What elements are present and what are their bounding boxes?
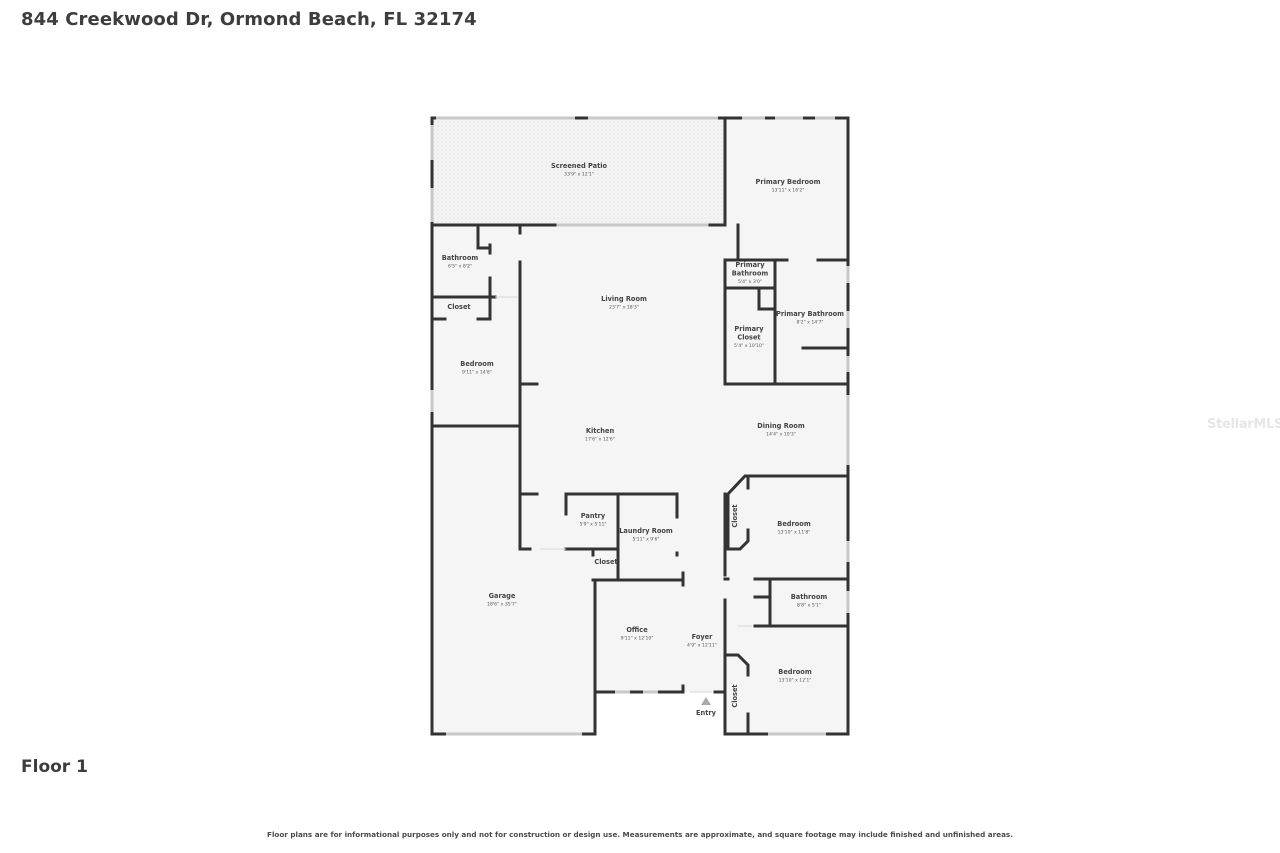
room-label-bedroom-3: Bedroom 13'10" x 12'1"	[778, 668, 812, 684]
room-dimensions: 13'10" x 12'1"	[779, 678, 812, 684]
room-name: Bathroom	[791, 593, 828, 601]
room-name: Laundry Room	[619, 527, 673, 535]
disclaimer-text: Floor plans are for informational purpos…	[267, 830, 1013, 839]
room-label-bathroom-1: Bathroom 6'5" x 8'2"	[442, 254, 479, 270]
room-name: Bathroom	[442, 254, 479, 262]
door-openings	[495, 296, 752, 693]
room-name: Primary	[735, 261, 765, 269]
room-name: Bedroom	[778, 668, 812, 676]
room-label-bedroom-3-closet: Closet	[731, 684, 739, 707]
room-label-bathroom-2: Bathroom 8'8" x 5'1"	[791, 593, 828, 609]
room-name: Closet	[731, 684, 739, 707]
room-label-garage: Garage 18'6" x 35'7"	[487, 592, 517, 608]
room-label-dining-room: Dining Room 14'4" x 10'3"	[757, 422, 805, 438]
watermark-logo: StellarMLS	[1207, 417, 1280, 432]
room-name: Garage	[489, 592, 516, 600]
room-dimensions: 18'6" x 35'7"	[487, 602, 517, 608]
windows	[430, 116, 850, 736]
room-label-primary-bathroom: Primary Bathroom 8'2" x 14'7"	[776, 310, 844, 326]
room-dimensions: 17'6" x 12'6"	[585, 437, 615, 443]
room-label-office: Office 9'11" x 12'10"	[621, 626, 654, 642]
room-name: Foyer	[692, 633, 714, 641]
room-name: Bathroom	[732, 270, 769, 278]
room-dimensions: 13'11" x 16'2"	[772, 188, 805, 194]
room-dimensions: 5'9" x 5'11"	[579, 522, 606, 528]
room-dimensions: 6'5" x 8'2"	[448, 264, 472, 270]
room-label-closet-2: Closet	[594, 558, 617, 566]
room-label-pantry: Pantry 5'9" x 5'11"	[579, 512, 606, 528]
room-dimensions: 5'4" x 10'10"	[734, 343, 764, 349]
floor-label: Floor 1	[21, 757, 88, 777]
entry-label: Entry	[696, 709, 717, 717]
room-label-bedroom-2: Bedroom 13'10" x 11'8"	[777, 520, 811, 536]
room-label-foyer: Foyer 4'9" x 12'11"	[687, 633, 717, 649]
room-dimensions: 4'9" x 12'11"	[687, 643, 717, 649]
room-dimensions: 8'8" x 5'1"	[797, 603, 821, 609]
room-name: Screened Patio	[551, 162, 608, 170]
room-dimensions: 33'9" x 12'1"	[564, 172, 594, 178]
room-label-closet-1: Closet	[447, 303, 470, 311]
room-label-primary-bedroom: Primary Bedroom 13'11" x 16'2"	[756, 178, 821, 194]
room-name: Dining Room	[757, 422, 805, 430]
room-name: Closet	[731, 504, 739, 527]
room-name: Living Room	[601, 295, 647, 303]
room-label-living-room: Living Room 23'7" x 18'3"	[601, 295, 647, 311]
property-address: 844 Creekwood Dr, Ormond Beach, FL 32174	[21, 9, 477, 30]
room-dimensions: 13'10" x 11'8"	[778, 530, 811, 536]
room-label-screened-patio: Screened Patio 33'9" x 12'1"	[551, 162, 608, 178]
interior-walls	[430, 116, 850, 736]
room-dimensions: 9'11" x 12'10"	[621, 636, 654, 642]
exterior-entry-area	[595, 692, 725, 737]
room-dimensions: 5'4" x 3'0"	[738, 279, 762, 285]
room-label-laundry-room: Laundry Room 5'11" x 9'6"	[619, 527, 673, 543]
room-name: Kitchen	[586, 427, 615, 435]
room-name: Pantry	[581, 512, 606, 520]
room-label-bedroom-1: Bedroom 9'11" x 14'8"	[460, 360, 494, 376]
room-name: Closet	[447, 303, 470, 311]
room-dimensions: 9'11" x 14'8"	[462, 370, 492, 376]
entry-arrow-icon	[701, 697, 711, 705]
room-label-bedroom-2-closet: Closet	[731, 504, 739, 527]
room-dimensions: 23'7" x 18'3"	[609, 305, 639, 311]
room-name: Office	[626, 626, 648, 634]
room-dimensions: 5'11" x 9'6"	[632, 537, 659, 543]
entry-marker: Entry	[696, 697, 717, 717]
room-dimensions: 14'4" x 10'3"	[766, 432, 796, 438]
room-name: Bedroom	[460, 360, 494, 368]
room-name: Primary Bedroom	[756, 178, 821, 186]
room-name: Bedroom	[777, 520, 811, 528]
room-name: Primary Bathroom	[776, 310, 844, 318]
room-name: Primary	[734, 325, 764, 333]
room-name: Closet	[594, 558, 617, 566]
room-label-kitchen: Kitchen 17'6" x 12'6"	[585, 427, 615, 443]
room-name: Closet	[737, 334, 760, 342]
room-labels: Screened Patio 33'9" x 12'1" Primary Bedro…	[442, 162, 844, 708]
room-dimensions: 8'2" x 14'7"	[796, 320, 823, 326]
